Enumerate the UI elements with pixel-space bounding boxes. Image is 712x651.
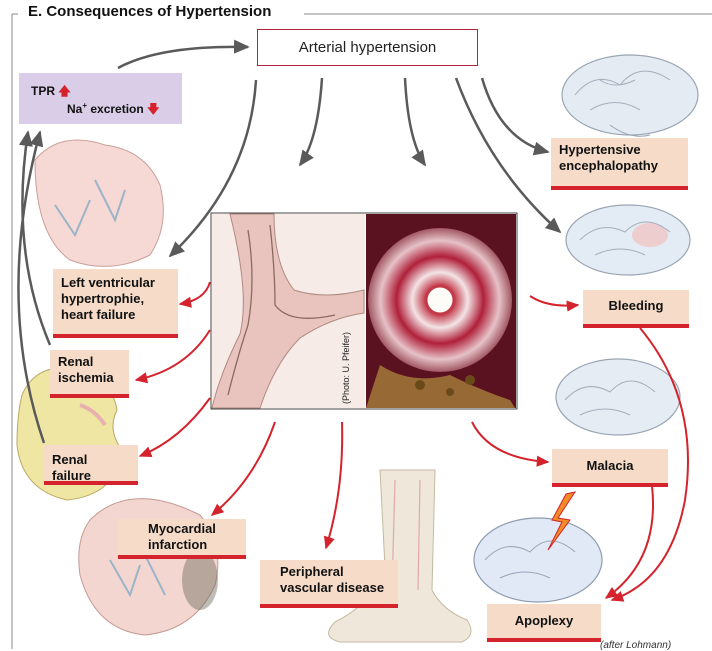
arrow-center-to-encephalopathy xyxy=(480,77,550,156)
lightning-icon xyxy=(547,491,577,551)
histology-photo xyxy=(366,214,516,408)
renal-ischemia-label: Renal ischemia xyxy=(50,350,129,398)
arrow-failure-to-tpr xyxy=(17,130,46,444)
label-line: Hypertensive xyxy=(559,142,641,157)
brain-malacia-illustration xyxy=(555,358,681,436)
arrow-center-to-lvh xyxy=(168,79,258,258)
arrow-up-icon: 🡅 xyxy=(58,84,71,98)
arrow-to-malacia xyxy=(471,421,550,467)
label-line: Bleeding xyxy=(608,298,664,313)
apoplexy-label: Apoplexy xyxy=(487,604,601,642)
label-line: vascular disease xyxy=(280,580,385,595)
photo-caption: (Photo: U. Pfeifer) xyxy=(341,331,351,404)
frame-border xyxy=(11,13,712,649)
arrow-malacia-to-apoplexy xyxy=(604,485,654,599)
label-line: infarction xyxy=(148,537,208,552)
na-superscript: + xyxy=(82,101,88,110)
label-line: heart failure xyxy=(61,307,136,322)
arrow-center-down-2 xyxy=(403,77,427,167)
artery-drawing xyxy=(211,213,365,409)
tpr-line: TPR 🡅 xyxy=(31,82,71,103)
label-line: Renal failure xyxy=(52,452,92,483)
brain-apoplexy-illustration xyxy=(473,491,603,603)
arrow-down-icon: 🡇 xyxy=(147,102,160,116)
label-line: Left ventricular xyxy=(61,275,155,290)
arterial-hypertension-box: Arterial hypertension xyxy=(257,29,478,66)
hypertensive-encephalopathy-label: Hypertensive encephalopathy xyxy=(551,138,688,190)
label-line: Malacia xyxy=(586,458,634,473)
arrow-to-bleeding xyxy=(529,295,580,312)
arrow-to-peripheral xyxy=(323,421,344,550)
leg-illustration xyxy=(328,469,472,643)
arrow-bleeding-to-apoplexy xyxy=(610,327,689,602)
label-line: Peripheral xyxy=(280,564,344,579)
label-line: encephalopathy xyxy=(559,158,658,173)
arrow-center-to-bleeding-brain xyxy=(454,77,562,234)
arrow-to-lvh xyxy=(178,281,211,308)
tpr-label: TPR xyxy=(31,84,55,98)
tpr-box: TPR 🡅 Na+ excretion 🡇 xyxy=(19,73,182,124)
label-line: hypertrophie, xyxy=(61,291,145,306)
arterial-hypertension-label: Arterial hypertension xyxy=(298,39,437,56)
arrow-to-renal-failure xyxy=(138,397,211,458)
diagram-title: E. Consequences of Hypertension xyxy=(22,3,278,20)
myocardial-infarction-label: Myocardial infarction xyxy=(118,519,246,559)
arrow-ischemia-to-tpr xyxy=(18,130,52,346)
excretion-label: excretion xyxy=(87,102,144,116)
heart-illustration-top xyxy=(34,139,164,267)
malacia-label: Malacia xyxy=(552,449,668,487)
na-excretion-line: Na+ excretion 🡇 xyxy=(67,100,159,121)
credit-text: (after Lohmann) xyxy=(600,640,672,651)
bleeding-label: Bleeding xyxy=(583,290,689,328)
label-line: ischemia xyxy=(58,370,114,385)
renal-failure-label: Renal failure xyxy=(44,445,138,485)
brain-bleeding-illustration xyxy=(565,204,691,276)
na-label: Na xyxy=(67,102,83,116)
arrow-center-down-1 xyxy=(298,77,324,167)
left-ventricular-hypertrophy-label: Left ventricular hypertrophie, heart fai… xyxy=(53,269,178,338)
arrow-to-myocardial xyxy=(210,421,276,516)
label-line: Myocardial xyxy=(148,521,216,536)
peripheral-vascular-disease-label: Peripheral vascular disease xyxy=(260,560,398,608)
arrow-to-renal-ischemia xyxy=(134,329,211,384)
brain-top-illustration xyxy=(561,54,699,137)
arrow-tpr-to-center xyxy=(117,39,250,70)
label-line: Renal xyxy=(58,354,94,369)
label-line: Apoplexy xyxy=(514,613,574,628)
